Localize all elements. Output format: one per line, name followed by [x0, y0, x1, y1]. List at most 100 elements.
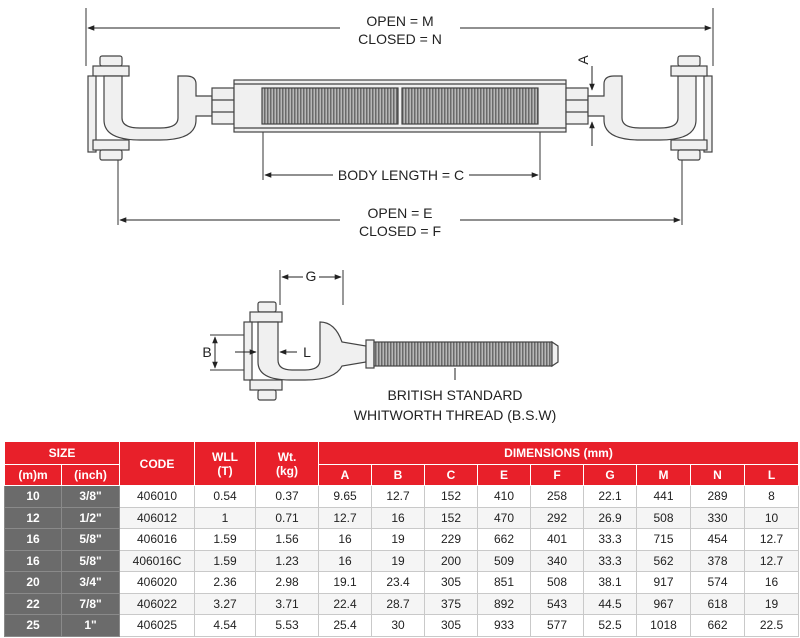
dimension-cell: 454: [690, 528, 746, 551]
dimension-cell: 16: [318, 549, 373, 572]
dimension-cell: 152: [424, 506, 479, 529]
wll-cell: 2.36: [194, 571, 257, 594]
code-cell: 406025: [119, 614, 196, 637]
dim-col-header: E: [477, 464, 532, 486]
wll-cell: 0.54: [194, 485, 257, 508]
size-mm-cell: 10: [4, 485, 62, 508]
dimension-cell: 340: [530, 549, 585, 572]
dimension-cell: 38.1: [583, 571, 638, 594]
dimension-cell: 22.1: [583, 485, 638, 508]
dimension-cell: 662: [477, 528, 532, 551]
dimension-cell: 375: [424, 592, 479, 615]
dimension-cell: 330: [690, 506, 746, 529]
label-closed-n: CLOSED = N: [358, 31, 442, 47]
dim-col-header: L: [744, 464, 800, 486]
weight-cell: 0.37: [255, 485, 320, 508]
dimension-cell: 12.7: [318, 506, 373, 529]
size-mm-cell: 25: [4, 614, 62, 637]
dimension-cell: 851: [477, 571, 532, 594]
dim-col-header: M: [636, 464, 692, 486]
specification-table: SIZE CODE WLL(T) Wt.(kg) DIMENSIONS (mm)…: [3, 441, 800, 637]
code-header: CODE: [119, 441, 196, 486]
weight-cell: 1.56: [255, 528, 320, 551]
label-body-length: BODY LENGTH = C: [338, 167, 464, 183]
dimension-cell: 52.5: [583, 614, 638, 637]
dimension-cell: 33.3: [583, 528, 638, 551]
dimension-cell: 12.7: [744, 528, 800, 551]
dim-col-header: A: [318, 464, 373, 486]
size-inch-cell: 5/8": [60, 528, 121, 551]
size-mm-cell: 20: [4, 571, 62, 594]
dimension-cell: 33.3: [583, 549, 638, 572]
dimension-cell: 16: [318, 528, 373, 551]
dimension-cell: 508: [530, 571, 585, 594]
weight-cell: 3.71: [255, 592, 320, 615]
wll-cell: 3.27: [194, 592, 257, 615]
dimension-cell: 22.5: [744, 614, 800, 637]
dimension-cell: 19.1: [318, 571, 373, 594]
turnbuckle-diagram: OPEN = M CLOSED = N A BODY LENGTH = C OP…: [85, 8, 714, 423]
dimension-cell: 200: [424, 549, 479, 572]
dim-col-header: N: [690, 464, 746, 486]
label-closed-f: CLOSED = F: [359, 223, 441, 239]
wll-header: WLL(T): [194, 441, 257, 486]
dimension-cell: 441: [636, 485, 692, 508]
label-open-m: OPEN = M: [366, 13, 433, 29]
dimension-cell: 28.7: [371, 592, 426, 615]
dimension-cell: 9.65: [318, 485, 373, 508]
turnbuckle-top-drawing: [85, 8, 714, 225]
code-cell: 406012: [119, 506, 196, 529]
dimension-cell: 917: [636, 571, 692, 594]
dimension-cell: 892: [477, 592, 532, 615]
code-cell: 406016: [119, 528, 196, 551]
dimension-cell: 1018: [636, 614, 692, 637]
dimension-cell: 410: [477, 485, 532, 508]
code-cell: 406016C: [119, 549, 196, 572]
size-inch-cell: 1": [60, 614, 121, 637]
dimension-cell: 19: [371, 549, 426, 572]
label-dim-a: A: [575, 55, 591, 65]
dimension-cell: 25.4: [318, 614, 373, 637]
dimension-cell: 543: [530, 592, 585, 615]
label-thread-line1: BRITISH STANDARD: [387, 387, 522, 403]
dimension-cell: 574: [690, 571, 746, 594]
dimension-cell: 618: [690, 592, 746, 615]
wll-cell: 1: [194, 506, 257, 529]
dimension-cell: 22.4: [318, 592, 373, 615]
size-header: SIZE: [3, 441, 121, 465]
weight-cell: 0.71: [255, 506, 320, 529]
dimension-cell: 378: [690, 549, 746, 572]
size-inch-cell: 5/8": [60, 549, 121, 572]
dimension-cell: 715: [636, 528, 692, 551]
dimension-cell: 305: [424, 614, 479, 637]
dimension-cell: 508: [636, 506, 692, 529]
dimension-cell: 19: [744, 592, 800, 615]
dim-col-header: B: [371, 464, 426, 486]
label-dim-l: L: [303, 344, 311, 360]
dimension-cell: 19: [371, 528, 426, 551]
code-cell: 406022: [119, 592, 196, 615]
dimension-cell: 16: [371, 506, 426, 529]
wll-cell: 1.59: [194, 528, 257, 551]
dim-col-header: C: [424, 464, 479, 486]
weight-cell: 2.98: [255, 571, 320, 594]
dimension-cell: 12.7: [371, 485, 426, 508]
dimension-cell: 509: [477, 549, 532, 572]
code-cell: 406020: [119, 571, 196, 594]
dimension-cell: 10: [744, 506, 800, 529]
dimensions-header: DIMENSIONS (mm): [318, 441, 800, 465]
size-inch-cell: 1/2": [60, 506, 121, 529]
dimension-cell: 289: [690, 485, 746, 508]
dimension-cell: 292: [530, 506, 585, 529]
weight-cell: 5.53: [255, 614, 320, 637]
weight-header: Wt.(kg): [255, 441, 320, 486]
dimension-cell: 305: [424, 571, 479, 594]
size-mm-cell: 22: [4, 592, 62, 615]
label-dim-g: G: [306, 268, 317, 284]
wll-cell: 1.59: [194, 549, 257, 572]
dimension-cell: 8: [744, 485, 800, 508]
